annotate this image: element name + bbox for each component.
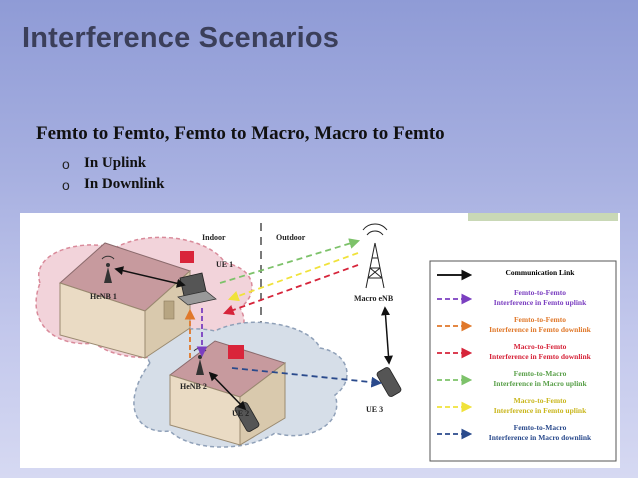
- legend-title: Macro-to-Femto: [514, 342, 567, 351]
- legend: Communication LinkFemto-to-FemtoInterfer…: [429, 260, 617, 462]
- legend-description: Interference in Femto downlink: [489, 352, 592, 361]
- legend-item: Communication Link: [437, 268, 576, 281]
- femto-to-macro-downlink-arrow: [231, 367, 383, 388]
- legend-description: Interference in Femto downlink: [489, 325, 592, 334]
- ue-2-label: UE 2: [232, 409, 249, 418]
- bullet-text: In Downlink: [84, 176, 165, 192]
- henb-1-antenna-icon: [101, 255, 115, 283]
- henb-2-label: HeNB 2: [180, 382, 207, 391]
- macro-enb-tower-icon: [362, 223, 388, 289]
- ue-3-phone-icon: [376, 367, 402, 397]
- link-henb1-ue1: [114, 266, 186, 288]
- ue-3-label: UE 3: [366, 405, 383, 414]
- section-heading: Femto to Femto, Femto to Macro, Macro to…: [36, 123, 445, 144]
- house-1-chimney: [180, 251, 194, 263]
- macro-to-femto-uplink-arrow: [227, 252, 359, 302]
- legend-title: Femto-to-Macro: [514, 369, 567, 378]
- legend-title: Macro-to-Femto: [514, 396, 567, 405]
- macro-enb-label: Macro eNB: [354, 294, 394, 303]
- ue-1-label: UE 1: [216, 260, 233, 269]
- legend-description: Interference in Femto uplink: [494, 298, 587, 307]
- bullet-item-uplink: o In Uplink: [62, 153, 164, 174]
- legend-description: Interference in Femto uplink: [494, 406, 587, 415]
- diagram-canvas: Indoor Outdoor HeNB 1: [35, 213, 618, 462]
- interference-diagram: Indoor Outdoor HeNB 1: [20, 213, 620, 468]
- bullet-item-downlink: o In Downlink: [62, 174, 164, 195]
- ue-1-laptop-icon: [177, 272, 217, 306]
- bullet-marker: o: [62, 176, 70, 193]
- link-henb2-ue2: [208, 371, 247, 411]
- bullet-text: In Uplink: [84, 155, 147, 171]
- henb-1-label: HeNB 1: [90, 292, 117, 301]
- femto-to-macro-uplink-arrow: [219, 238, 361, 284]
- legend-description: Interference in Macro uplink: [493, 379, 587, 388]
- outdoor-label: Outdoor: [276, 233, 306, 242]
- legend-title: Femto-to-Femto: [514, 315, 566, 324]
- bullet-list: o In Uplink o In Downlink: [62, 153, 164, 195]
- link-macro-ue3: [381, 306, 393, 365]
- bullet-marker: o: [62, 155, 70, 172]
- decorative-strip: [468, 213, 618, 221]
- legend-title: Communication Link: [506, 268, 576, 277]
- legend-title: Femto-to-Femto: [514, 288, 566, 297]
- legend-title: Femto-to-Macro: [514, 423, 567, 432]
- macro-to-femto-downlink-arrow: [222, 264, 359, 316]
- indoor-label: Indoor: [202, 233, 226, 242]
- legend-description: Interference in Macro downlink: [489, 433, 592, 442]
- slide-title: Interference Scenarios: [22, 22, 340, 54]
